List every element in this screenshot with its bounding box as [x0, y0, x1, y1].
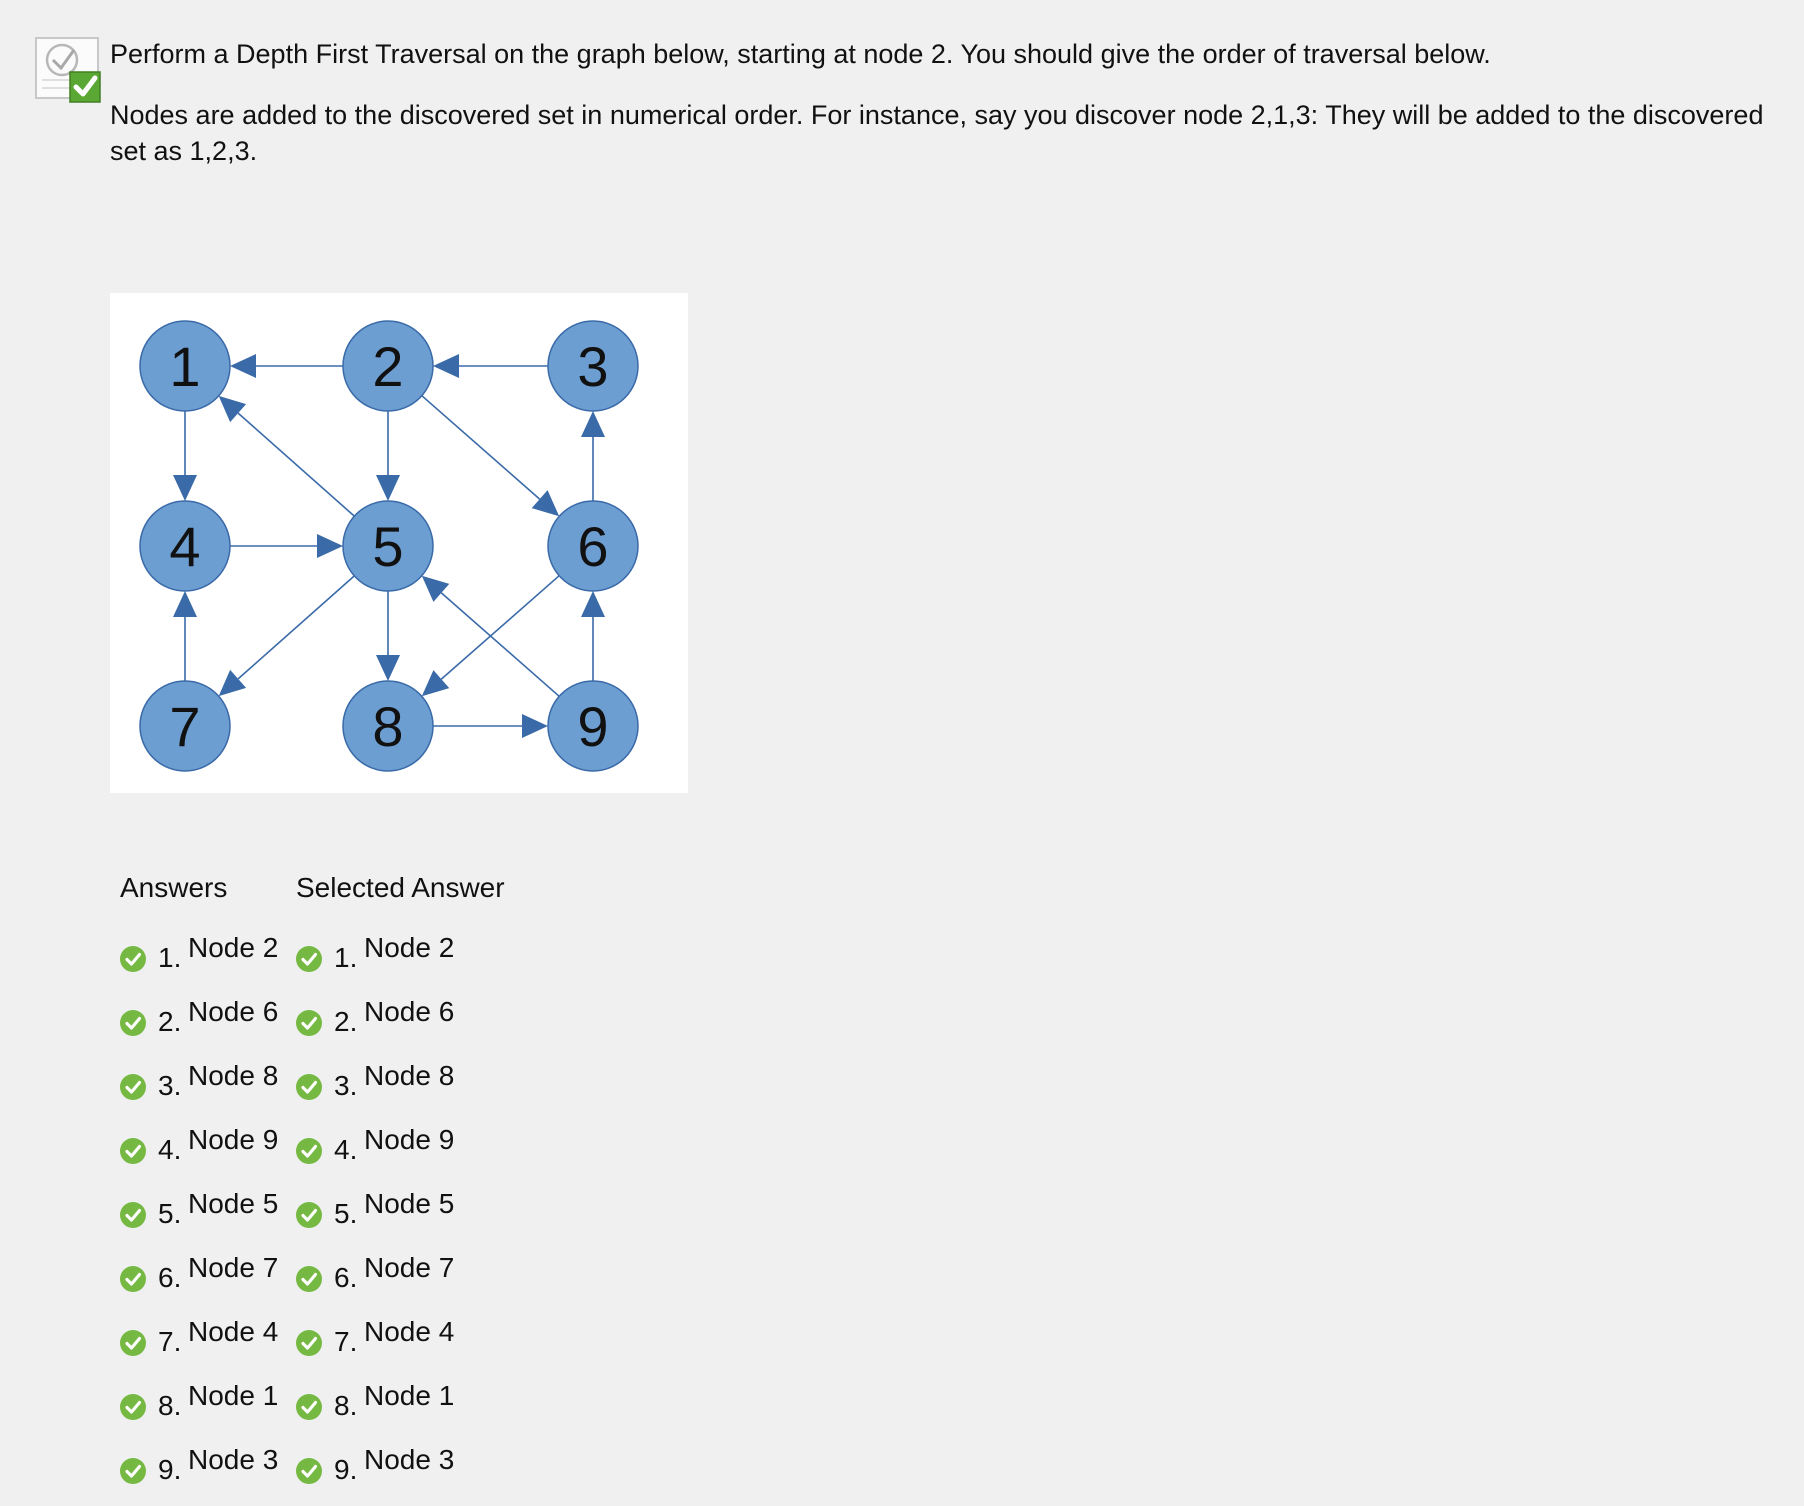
answer-label: Node 5 — [364, 1188, 455, 1219]
edge-7-to-4 — [173, 591, 197, 681]
graph-node-4: 4 — [139, 500, 231, 592]
graph-node-label: 6 — [577, 515, 608, 578]
order-number: 6. — [158, 1262, 182, 1293]
graph-node-label: 2 — [372, 335, 403, 398]
graph-node-label: 7 — [169, 695, 200, 758]
edge-2-to-1 — [230, 354, 343, 378]
answer-label: Node 2 — [364, 932, 455, 963]
answer-label: Node 8 — [188, 1060, 279, 1091]
order-number: 8. — [334, 1390, 358, 1421]
graph-node-label: 5 — [372, 515, 403, 578]
directed-graph: 1 2 3 4 5 6 7 8 9 — [139, 320, 639, 772]
edge-5-to-8 — [376, 591, 400, 681]
order-number: 5. — [158, 1198, 182, 1229]
answer-label: Node 4 — [364, 1316, 455, 1347]
order-number: 9. — [334, 1454, 358, 1485]
answer-label: Node 2 — [188, 932, 279, 963]
correct-check-icon — [296, 1394, 322, 1420]
order-number: 2. — [158, 1006, 182, 1037]
answer-label: Node 6 — [364, 996, 455, 1027]
order-number: 3. — [334, 1070, 358, 1101]
question-text: Perform a Depth First Traversal on the g… — [110, 36, 1790, 169]
directed-graph-figure: 1 2 3 4 5 6 7 8 9 — [110, 293, 688, 793]
edge-6-to-3 — [581, 411, 605, 501]
edge-2-to-5 — [376, 411, 400, 501]
correct-check-icon — [120, 1394, 146, 1420]
correct-check-icon — [120, 946, 146, 972]
answer-label: Node 3 — [364, 1444, 455, 1475]
correct-check-icon — [296, 1074, 322, 1100]
graph-node-6: 6 — [547, 500, 639, 592]
answer-label: Node 6 — [188, 996, 279, 1027]
correct-check-icon — [296, 1266, 322, 1292]
answer-label: Node 1 — [188, 1380, 279, 1411]
order-number: 3. — [158, 1070, 182, 1101]
edge-9-to-6 — [581, 591, 605, 681]
order-number: 7. — [334, 1326, 358, 1357]
graph-node-label: 3 — [577, 335, 608, 398]
correct-status-icon — [34, 36, 102, 104]
correct-check-icon — [296, 946, 322, 972]
edge-1-to-4 — [173, 411, 197, 501]
correct-check-icon — [120, 1458, 146, 1484]
answer-label: Node 4 — [188, 1316, 279, 1347]
graph-node-3: 3 — [547, 320, 639, 412]
answer-label: Node 7 — [364, 1252, 455, 1283]
answer-label: Node 3 — [188, 1444, 279, 1475]
answer-label: Node 8 — [364, 1060, 455, 1091]
order-number: 1. — [158, 942, 182, 973]
answer-label: Node 9 — [188, 1124, 279, 1155]
edge-9-to-5 — [421, 575, 560, 697]
graph-node-8: 8 — [342, 680, 434, 772]
edge-3-to-2 — [433, 354, 548, 378]
correct-check-icon — [296, 1458, 322, 1484]
order-number: 5. — [334, 1198, 358, 1229]
answer-label: Node 7 — [188, 1252, 279, 1283]
edge-6-to-8 — [421, 575, 560, 697]
graph-node-label: 4 — [169, 515, 200, 578]
correct-check-icon — [296, 1330, 322, 1356]
order-number: 8. — [158, 1390, 182, 1421]
order-number: 4. — [158, 1134, 182, 1165]
order-number: 1. — [334, 942, 358, 973]
answers-header: Answers — [120, 872, 228, 903]
correct-check-icon — [120, 1074, 146, 1100]
answer-label: Node 5 — [188, 1188, 279, 1219]
correct-check-icon — [120, 1266, 146, 1292]
answer-label: Node 9 — [364, 1124, 455, 1155]
question-line-1: Perform a Depth First Traversal on the g… — [110, 39, 1491, 69]
order-number: 7. — [158, 1326, 182, 1357]
edge-5-to-7 — [218, 575, 355, 697]
edge-2-to-6 — [421, 395, 560, 517]
edge-4-to-5 — [230, 534, 343, 558]
graph-node-label: 9 — [577, 695, 608, 758]
graph-node-2: 2 — [342, 320, 434, 412]
order-number: 6. — [334, 1262, 358, 1293]
correct-check-icon — [120, 1010, 146, 1036]
edge-8-to-9 — [433, 714, 548, 738]
graph-node-5: 5 — [342, 500, 434, 592]
question-line-2: Nodes are added to the discovered set in… — [110, 100, 1764, 166]
graph-node-1: 1 — [139, 320, 231, 412]
correct-check-icon — [296, 1138, 322, 1164]
correct-check-icon — [120, 1202, 146, 1228]
correct-check-icon — [120, 1138, 146, 1164]
graph-node-label: 8 — [372, 695, 403, 758]
order-number: 4. — [334, 1134, 358, 1165]
answer-label: Node 1 — [364, 1380, 455, 1411]
graph-node-label: 1 — [169, 335, 200, 398]
order-number: 9. — [158, 1454, 182, 1485]
graph-node-7: 7 — [139, 680, 231, 772]
correct-check-icon — [296, 1202, 322, 1228]
selected-answer-header: Selected Answer — [296, 872, 505, 903]
correct-check-icon — [120, 1330, 146, 1356]
order-number: 2. — [334, 1006, 358, 1037]
correct-check-icon — [296, 1010, 322, 1036]
edge-5-to-1 — [218, 395, 355, 517]
graph-node-9: 9 — [547, 680, 639, 772]
